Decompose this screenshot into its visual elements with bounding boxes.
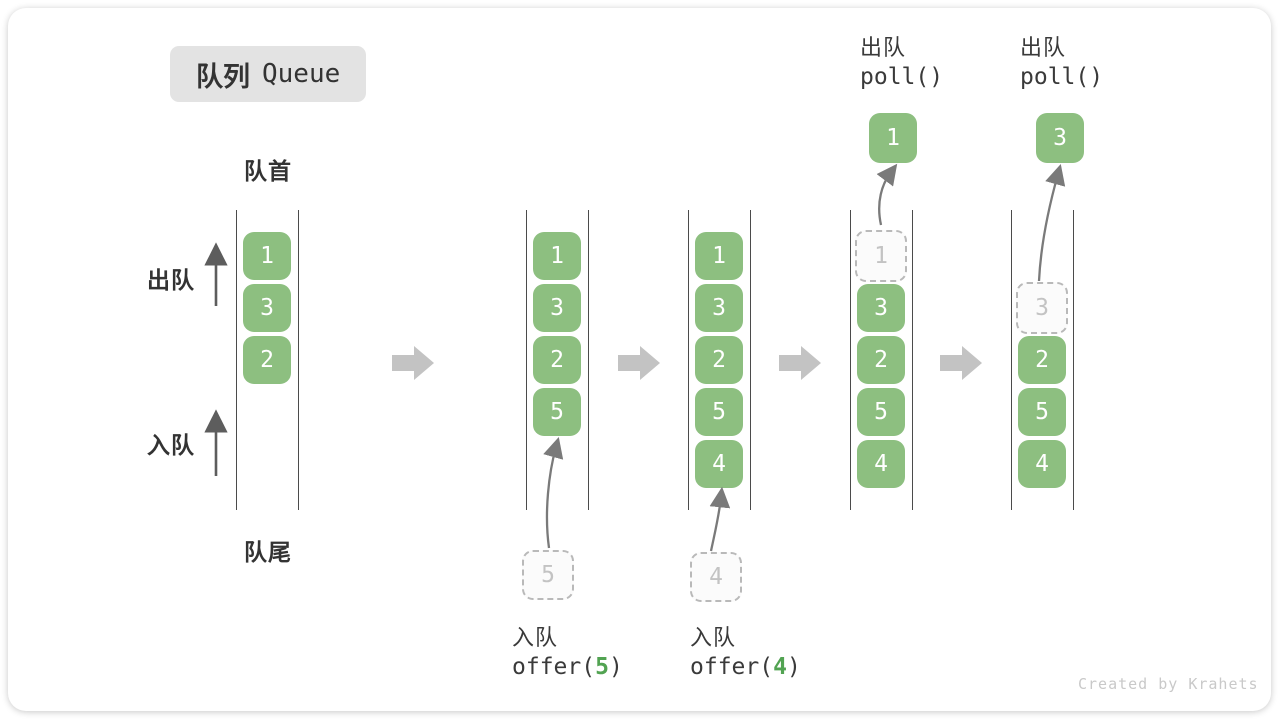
diagram-card bbox=[8, 8, 1271, 711]
staged-block-5-value: 5 bbox=[541, 562, 555, 588]
code-offer-4: offer(4) bbox=[690, 654, 801, 680]
label-enqueue-op-5: 入队 bbox=[512, 625, 559, 650]
staged-block-5: 5 bbox=[522, 550, 574, 600]
label-queue-rear: 队尾 bbox=[244, 539, 292, 565]
queue-block: 5 bbox=[695, 388, 743, 436]
polled-block-3: 3 bbox=[1036, 113, 1084, 163]
queue-block-dashed: 3 bbox=[1016, 282, 1068, 334]
queue-block: 5 bbox=[1018, 388, 1066, 436]
title-zh: 队列 bbox=[196, 61, 250, 92]
queue-block: 3 bbox=[243, 284, 291, 332]
queue-block: 4 bbox=[857, 440, 905, 488]
title-en: Queue bbox=[262, 59, 341, 89]
label-dequeue-side: 出队 bbox=[147, 267, 195, 293]
staged-block-4: 4 bbox=[690, 552, 742, 602]
queue-block: 2 bbox=[533, 336, 581, 384]
code-poll-2: poll() bbox=[1020, 64, 1104, 90]
queue-block: 3 bbox=[533, 284, 581, 332]
queue-block: 3 bbox=[857, 284, 905, 332]
polled-block-1: 1 bbox=[869, 113, 917, 163]
queue-block: 1 bbox=[243, 232, 291, 280]
label-enqueue-op-4: 入队 bbox=[690, 625, 737, 650]
staged-block-4-value: 4 bbox=[709, 564, 723, 590]
code-offer-5: offer(5) bbox=[512, 654, 623, 680]
code-offer-5-arg: 5 bbox=[595, 654, 609, 680]
watermark: Created by Krahets bbox=[1078, 675, 1259, 693]
queue-block: 4 bbox=[695, 440, 743, 488]
code-offer-5-prefix: offer( bbox=[512, 654, 596, 680]
polled-block-3-value: 3 bbox=[1053, 125, 1067, 151]
code-offer-4-suffix: ) bbox=[786, 654, 801, 680]
code-poll-1: poll() bbox=[860, 64, 944, 90]
label-dequeue-op-1: 出队 bbox=[860, 35, 907, 60]
label-dequeue-op-2: 出队 bbox=[1020, 35, 1067, 60]
queue-block: 5 bbox=[857, 388, 905, 436]
queue-block: 2 bbox=[243, 336, 291, 384]
queue-block: 5 bbox=[533, 388, 581, 436]
queue-block: 1 bbox=[695, 232, 743, 280]
label-queue-front: 队首 bbox=[244, 158, 292, 184]
queue-block: 3 bbox=[695, 284, 743, 332]
queue-block: 1 bbox=[533, 232, 581, 280]
queue-block: 2 bbox=[1018, 336, 1066, 384]
queue-block: 4 bbox=[1018, 440, 1066, 488]
queue-block: 2 bbox=[695, 336, 743, 384]
code-offer-4-prefix: offer( bbox=[690, 654, 774, 680]
code-offer-5-suffix: ) bbox=[608, 654, 623, 680]
polled-block-1-value: 1 bbox=[886, 125, 900, 151]
queue-block: 2 bbox=[857, 336, 905, 384]
label-enqueue-side: 入队 bbox=[147, 432, 195, 458]
queue-block-dashed: 1 bbox=[855, 230, 907, 282]
code-offer-4-arg: 4 bbox=[773, 654, 787, 680]
title-badge: 队列 Queue bbox=[170, 46, 367, 102]
